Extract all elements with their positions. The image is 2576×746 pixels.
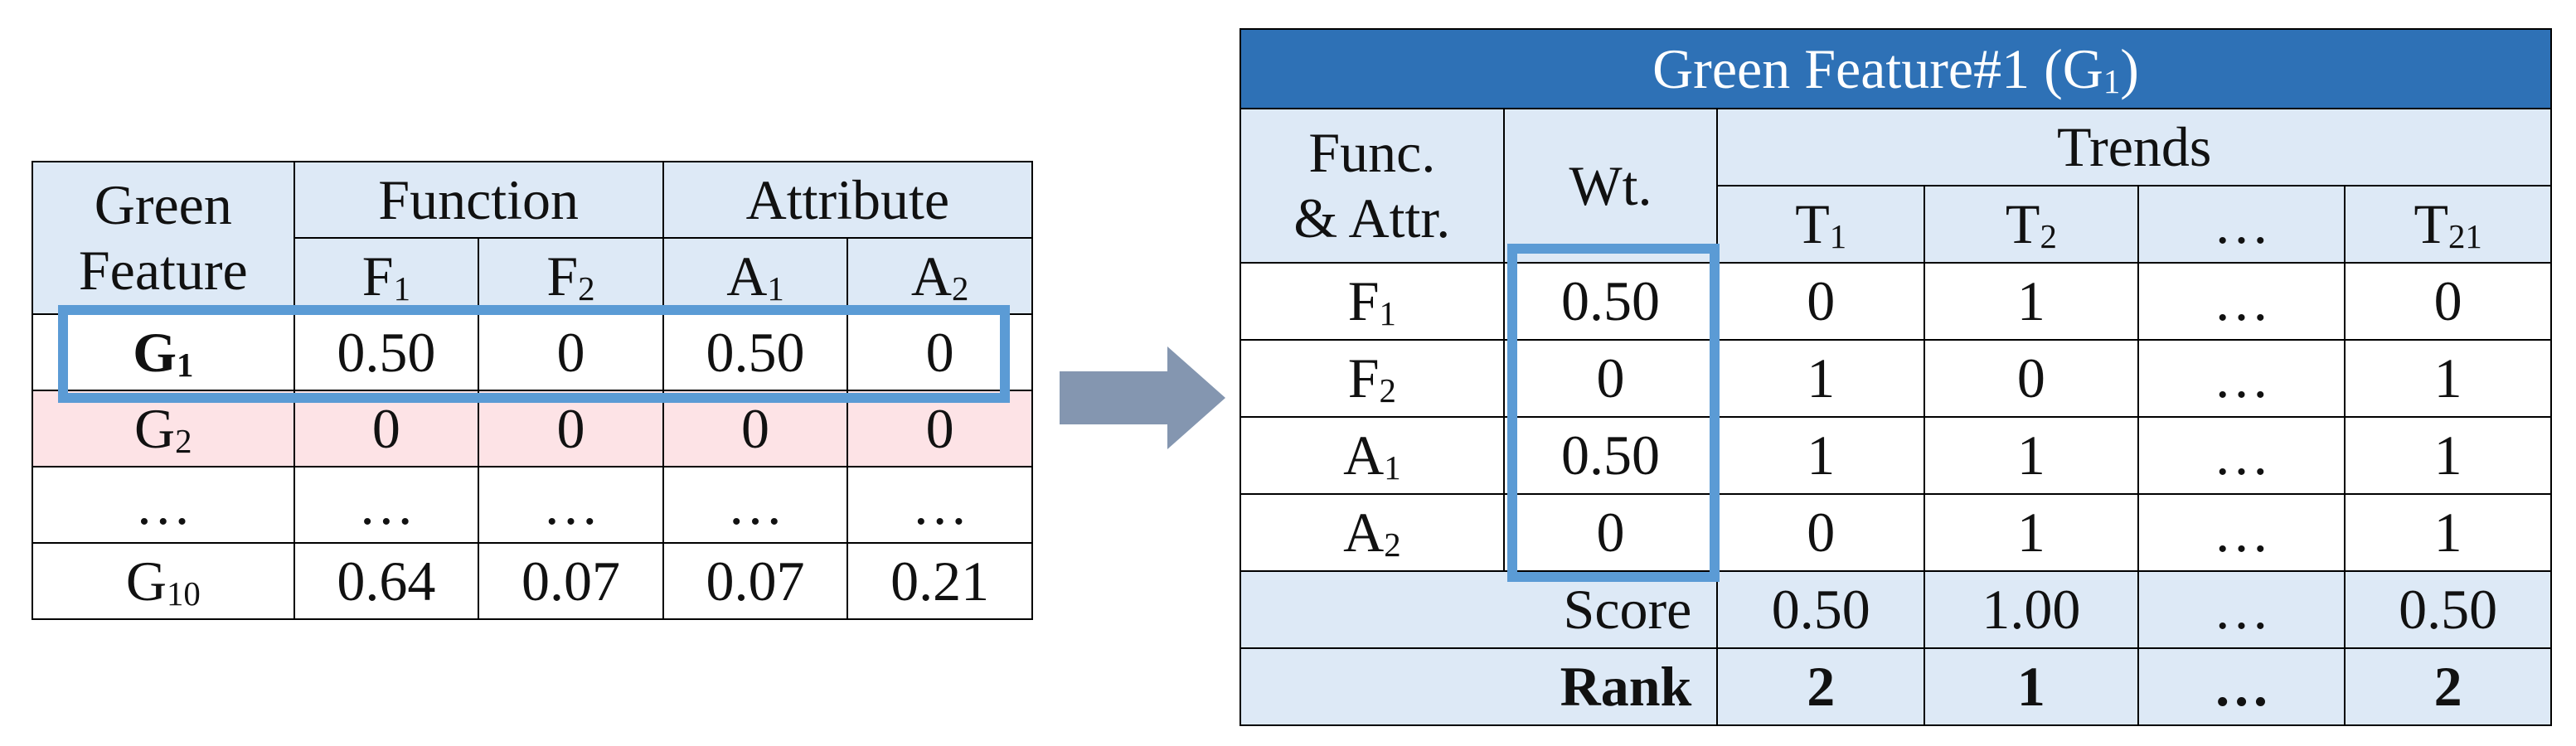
score-cell: 1.00: [1924, 570, 2139, 649]
table-row: G1 0.50 0 0.50 0: [32, 313, 1033, 391]
trends-header: Trends: [1716, 108, 2552, 186]
function-header: Function: [293, 161, 664, 239]
rank-cell: …: [2137, 647, 2346, 726]
row-label: …: [32, 466, 295, 544]
table-cell: …: [2137, 416, 2346, 495]
table-row: A1 0.50 1 1 … 1: [1239, 416, 2552, 495]
score-row: Score 0.50 1.00 … 0.50: [1239, 570, 2552, 649]
trend-t21-header: T21: [2344, 185, 2552, 264]
table-cell: 1: [1716, 416, 1926, 495]
table-cell: 1: [2344, 493, 2552, 572]
weight-cell: 0: [1502, 339, 1719, 418]
green-feature-header-line1: Green: [94, 173, 232, 236]
table-cell: 0: [1924, 339, 2139, 418]
table-row: A2 0 0 1 … 1: [1239, 493, 2552, 572]
row-label: A2: [1239, 493, 1505, 572]
table-row: F2 0 1 0 … 1: [1239, 339, 2552, 418]
green-feature-header: Green Feature: [32, 161, 295, 315]
table-cell: 0.50: [662, 313, 849, 391]
table-title: Green Feature#1 (G1): [1239, 28, 2552, 109]
right-arrow-icon: [1060, 346, 1225, 449]
func-attr-header-line1: Func.: [1308, 121, 1436, 184]
table-cell: 0: [1716, 493, 1926, 572]
attribute-a2-header: A2: [847, 237, 1033, 315]
table-cell: 1: [1924, 262, 2139, 341]
table-cell: 1: [1716, 339, 1926, 418]
table-cell: 0.50: [293, 313, 480, 391]
table-row: G10 0.64 0.07 0.07 0.21: [32, 542, 1033, 620]
table-cell: 0.07: [662, 542, 849, 620]
attribute-a1-header: A1: [662, 237, 849, 315]
weight-header: Wt.: [1502, 108, 1719, 264]
attribute-header: Attribute: [662, 161, 1034, 239]
green-feature-header-line2: Feature: [78, 239, 248, 302]
rank-cell: 2: [1716, 647, 1926, 726]
score-label: Score: [1239, 570, 1719, 649]
row-label: F1: [1239, 262, 1505, 341]
score-cell: 0.50: [2344, 570, 2552, 649]
table-cell: …: [2137, 262, 2346, 341]
function-f2-header: F2: [478, 237, 664, 315]
trend-t1-header: T1: [1716, 185, 1926, 264]
trend-t2-header: T2: [1924, 185, 2139, 264]
table-cell: 1: [2344, 416, 2552, 495]
table-cell: …: [2137, 493, 2346, 572]
row-label: F2: [1239, 339, 1505, 418]
row-label: G10: [32, 542, 295, 620]
table-cell: 1: [1924, 416, 2139, 495]
table-row: … … … … …: [32, 466, 1033, 544]
rank-cell: 1: [1924, 647, 2139, 726]
weight-cell: 0: [1502, 493, 1719, 572]
table-cell: …: [293, 466, 480, 544]
row-label: A1: [1239, 416, 1505, 495]
row-label: G1: [32, 313, 295, 391]
rank-row: Rank 2 1 … 2: [1239, 647, 2552, 726]
func-attr-header: Func. & Attr.: [1239, 108, 1505, 264]
table-cell: …: [662, 466, 849, 544]
g1-row-highlight: [58, 305, 1010, 403]
table-cell: 0: [2344, 262, 2552, 341]
function-f1-header: F1: [293, 237, 480, 315]
table-cell: 0.64: [293, 542, 480, 620]
table-cell: 0: [1716, 262, 1926, 341]
table-cell: 0.07: [478, 542, 664, 620]
table-cell: …: [2137, 339, 2346, 418]
score-cell: …: [2137, 570, 2346, 649]
table-cell: …: [847, 466, 1033, 544]
rank-cell: 2: [2344, 647, 2552, 726]
weight-cell: 0.50: [1502, 262, 1719, 341]
table-cell: 0.21: [847, 542, 1033, 620]
trend-ellipsis-header: …: [2137, 185, 2346, 264]
table-cell: …: [478, 466, 664, 544]
score-cell: 0.50: [1716, 570, 1926, 649]
table-cell: 1: [1924, 493, 2139, 572]
weight-column-highlight: [1507, 244, 1720, 582]
table-cell: 1: [2344, 339, 2552, 418]
rank-label: Rank: [1239, 647, 1719, 726]
table-row: F1 0.50 0 1 … 0: [1239, 262, 2552, 341]
table-cell: 0: [478, 313, 664, 391]
green-feature-trend-table: Green Feature#1 (G1) Func. & Attr. Wt. T…: [1239, 28, 2552, 726]
func-attr-header-line2: & Attr.: [1293, 186, 1451, 249]
weight-cell: 0.50: [1502, 416, 1719, 495]
